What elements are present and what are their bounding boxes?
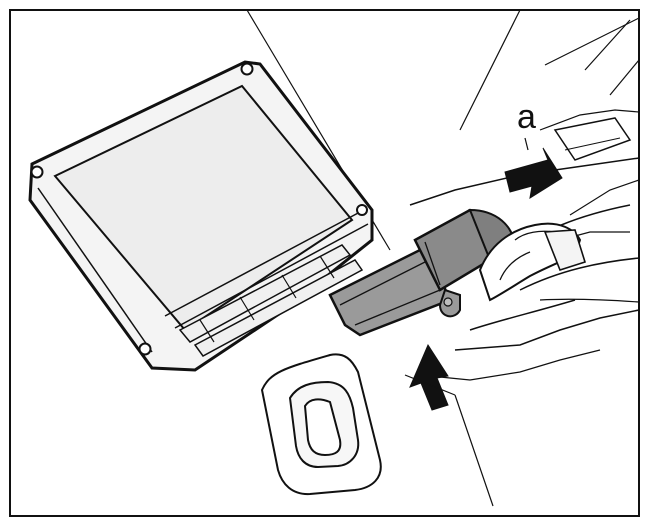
hand <box>469 222 587 331</box>
trim-edge <box>419 349 601 381</box>
guide-line <box>454 394 494 507</box>
trim-edge <box>454 309 640 351</box>
arrow-icon <box>409 343 449 411</box>
push-arrow-lower <box>404 343 456 411</box>
push-arrow-upper <box>504 147 563 200</box>
trim-edge <box>539 109 640 131</box>
guide-line <box>584 19 631 71</box>
wiring-harness <box>499 117 640 303</box>
guide-line <box>459 9 521 131</box>
callout-label-a: a <box>517 98 536 136</box>
arrow-icon <box>504 147 563 200</box>
callout-leader <box>524 137 529 151</box>
guide-line <box>544 17 640 66</box>
guide-line <box>609 59 640 96</box>
control-module <box>28 60 374 372</box>
mounting-bracket <box>260 353 382 496</box>
trim-edge <box>569 179 640 216</box>
